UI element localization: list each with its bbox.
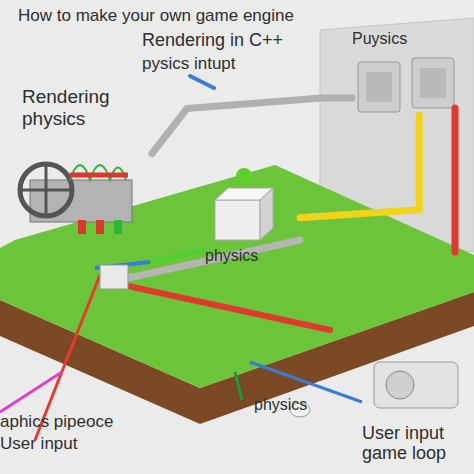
red-rod	[70, 173, 128, 178]
console	[374, 362, 458, 408]
red-cylinder	[96, 220, 104, 234]
labeled-component: physics	[205, 160, 300, 265]
labeled-component: Puysics	[352, 30, 464, 115]
pipe-line	[300, 115, 419, 218]
pipe-connector	[300, 115, 419, 218]
junction-box	[100, 265, 128, 289]
annotation-label: pysics intupt	[142, 54, 236, 74]
red-pipe	[128, 286, 330, 330]
green-cylinder	[114, 220, 122, 234]
annotation-label: User input	[0, 434, 77, 454]
wall-panel-inset	[420, 68, 446, 98]
annotation-label: physics	[254, 396, 307, 414]
green-ball	[236, 168, 252, 184]
cube-side	[260, 188, 273, 240]
ground-top	[0, 165, 474, 388]
labeled-component: Rendering physics	[22, 86, 152, 236]
component-label: physics	[205, 247, 300, 265]
annotation-label: aphics pipeoce	[0, 412, 113, 432]
component-label: Puysics	[352, 30, 464, 48]
gray-pipe	[128, 240, 300, 278]
flywheel	[20, 164, 72, 216]
console-dial	[386, 371, 414, 399]
pipe-line	[152, 98, 352, 154]
blue-wire	[190, 76, 214, 88]
diagram-title: How to make your own game engine	[18, 6, 294, 26]
component-label: User input game loop	[362, 423, 474, 464]
wall-panel-inset	[366, 72, 392, 102]
cube-front	[215, 200, 260, 240]
wall-panel	[412, 58, 454, 108]
pipe-connector	[152, 98, 352, 154]
green-wire	[235, 372, 242, 400]
wall-panel	[358, 62, 400, 112]
component-label: Rendering physics	[22, 86, 152, 130]
flywheel-spoke	[20, 189, 72, 192]
pink-wire	[0, 372, 62, 412]
annotation-label: Rendering in C++	[142, 30, 283, 51]
red-cylinder	[78, 220, 86, 234]
red-pipe	[452, 108, 459, 252]
labeled-component: User input game loop	[362, 352, 474, 464]
green-wire	[150, 250, 205, 262]
